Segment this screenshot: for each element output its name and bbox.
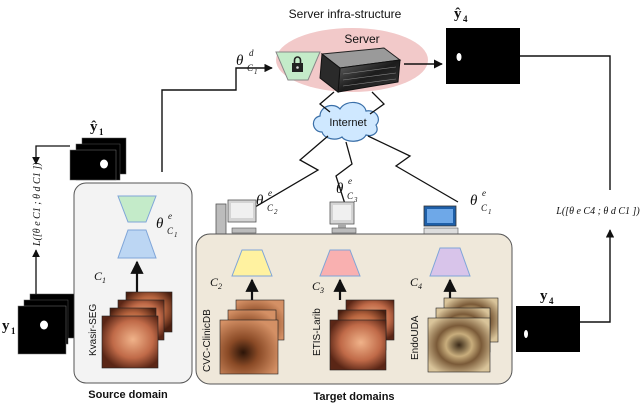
svg-text:C: C [210, 275, 219, 289]
svg-text:d: d [249, 48, 254, 58]
target-dataset-c2: CVC-ClinicDB [202, 309, 213, 372]
svg-text:4: 4 [418, 282, 422, 291]
line-output-to-loss [520, 55, 611, 190]
svg-text:e: e [268, 188, 272, 198]
link-server-internet-1 [318, 91, 335, 113]
svg-text:4: 4 [463, 14, 468, 24]
encoder-param-c1-target: θ e C 1 [470, 188, 492, 216]
arrow-gt4-to-loss [580, 229, 615, 323]
link-internet-client2 [249, 135, 329, 211]
target-dataset-c4: EndoUDA [410, 315, 421, 360]
arrow-pred-to-loss [32, 145, 70, 165]
svg-text:C: C [410, 275, 419, 289]
svg-text:1: 1 [174, 231, 178, 239]
target-dataset-c3: ETIS-Larib [312, 308, 323, 356]
target-domain-label: Target domains [313, 391, 394, 403]
target-loss-label: L([θ e C4 ; θ d C1 ]) [555, 206, 640, 217]
svg-text:4: 4 [549, 296, 554, 306]
svg-text:1: 1 [102, 276, 106, 285]
target-image-stack-c3 [329, 299, 395, 371]
svg-text:θ: θ [156, 216, 164, 232]
svg-text:e: e [482, 188, 486, 198]
lock-icon [292, 56, 303, 72]
source-pred-mask-stack [69, 137, 127, 181]
internet-label: Internet [329, 117, 366, 129]
svg-text:ŷ: ŷ [454, 6, 462, 22]
svg-text:2: 2 [274, 208, 278, 216]
target-gt-label: y 4 [540, 288, 554, 306]
target-gt-polyp [524, 330, 528, 338]
svg-text:1: 1 [99, 127, 104, 137]
svg-text:θ: θ [336, 181, 344, 197]
svg-text:1: 1 [11, 326, 16, 336]
source-loss-label: L([θ e C1 ; θ d C1 ]) [32, 162, 43, 247]
target-gt-mask [516, 306, 580, 352]
link-internet-client4 [367, 135, 459, 203]
target-image-stack-c2 [219, 299, 285, 375]
target-encoder-c3 [319, 249, 361, 277]
svg-text:θ: θ [470, 193, 478, 209]
svg-text:ŷ: ŷ [90, 119, 98, 135]
svg-text:1: 1 [488, 208, 492, 216]
server-infra-title: Server infra-structure [289, 7, 402, 21]
source-decoder [117, 195, 157, 223]
target-encoder-c2 [231, 249, 273, 277]
source-pred-label: ŷ 1 [90, 119, 104, 137]
source-domain-label: Source domain [88, 389, 168, 401]
target-client-label-c4: C 4 [410, 275, 422, 291]
svg-text:y: y [540, 288, 548, 304]
source-client-label: C 1 [94, 269, 106, 285]
source-gt-label: y 1 [2, 318, 16, 336]
svg-text:3: 3 [319, 286, 324, 295]
svg-text:2: 2 [218, 282, 222, 291]
server-output-polyp [456, 53, 462, 61]
svg-text:1: 1 [254, 68, 258, 76]
svg-text:C: C [167, 226, 174, 236]
arrow-source-to-server [161, 63, 273, 172]
server-label: Server [344, 32, 379, 46]
target-client-label-c3: C 3 [312, 279, 324, 295]
computer-icon-c4 [423, 205, 459, 237]
server-icon [319, 47, 402, 93]
svg-text:e: e [348, 176, 352, 186]
link-server-internet-2 [369, 91, 386, 115]
server-output-label: ŷ 4 [454, 6, 468, 24]
svg-text:y: y [2, 318, 10, 334]
svg-text:C: C [347, 191, 354, 201]
svg-text:C: C [267, 203, 274, 213]
source-encoder-param: θ e C 1 [156, 211, 178, 239]
link-internet-client3 [335, 141, 353, 205]
decoder-param-label: θ d C 1 [236, 48, 258, 76]
svg-text:C: C [312, 279, 321, 293]
svg-text:θ: θ [236, 53, 244, 69]
target-encoder-c4 [429, 247, 471, 277]
target-client-label-c2: C 2 [210, 275, 222, 291]
encoder-param-c3: θ e C 3 [336, 176, 358, 204]
encoder-param-c2: θ e C 2 [256, 188, 278, 216]
target-image-stack-c4 [427, 297, 499, 373]
source-image-stack [101, 291, 173, 369]
svg-text:C: C [481, 203, 488, 213]
svg-text:e: e [168, 211, 172, 221]
svg-text:θ: θ [256, 193, 264, 209]
svg-text:3: 3 [353, 196, 358, 204]
computer-icon-c2 [215, 199, 257, 235]
source-dataset-label: Kvasir-SEG [88, 304, 99, 356]
source-gt-mask-stack [17, 293, 75, 355]
svg-text:C: C [94, 269, 103, 283]
computer-icon-c3 [329, 201, 357, 234]
source-encoder [117, 229, 157, 259]
